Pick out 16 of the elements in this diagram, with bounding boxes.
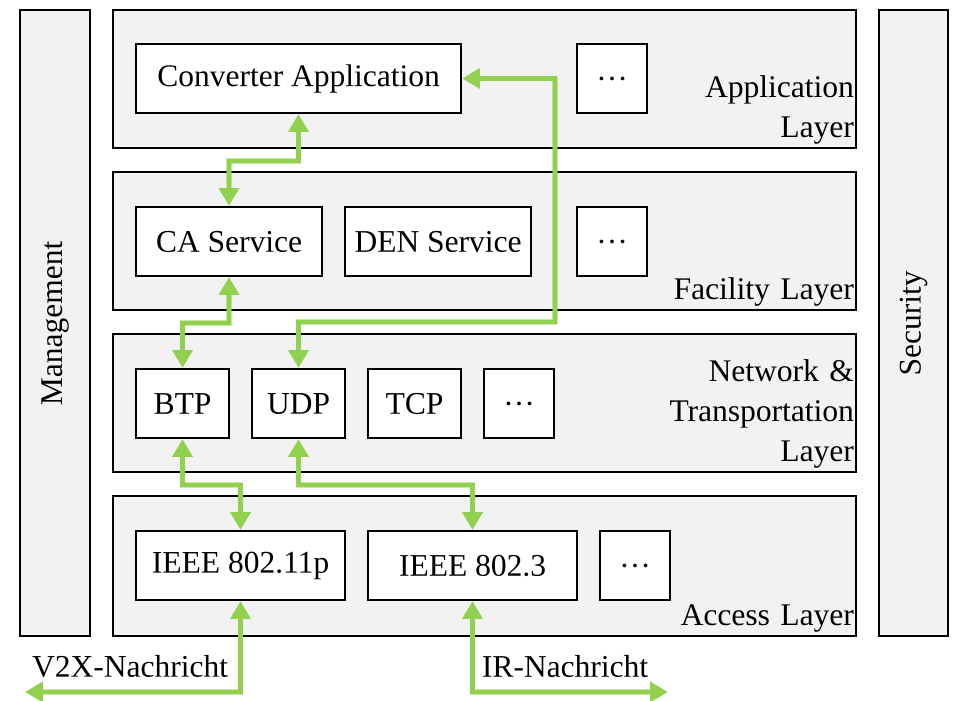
module-box: … bbox=[483, 368, 555, 439]
module-box: … bbox=[576, 43, 648, 114]
side-panel: Management bbox=[19, 9, 91, 637]
module-box: DEN Service bbox=[344, 206, 532, 277]
module-box: BTP bbox=[135, 368, 230, 439]
module-box: Converter Application bbox=[135, 43, 462, 114]
module-box: TCP bbox=[367, 368, 462, 439]
module-box: … bbox=[576, 206, 648, 277]
edge-label: IR-Nachricht bbox=[480, 654, 650, 678]
side-panel: Security bbox=[878, 9, 949, 637]
module-box: … bbox=[599, 530, 671, 601]
module-box: IEEE 802.3 bbox=[367, 530, 578, 601]
edge-label: V2X-Nachricht bbox=[31, 654, 229, 678]
module-box: IEEE 802.11p bbox=[135, 530, 346, 601]
module-box: UDP bbox=[251, 368, 346, 439]
module-box: CA Service bbox=[135, 206, 323, 277]
